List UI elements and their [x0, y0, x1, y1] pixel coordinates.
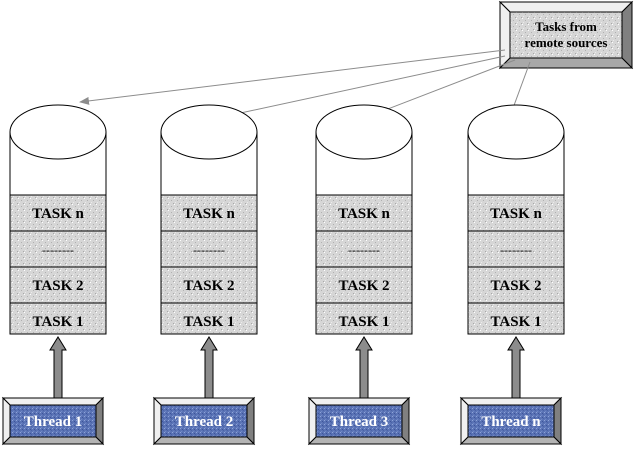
remote-sources-label-line2: remote sources	[525, 35, 608, 50]
queue-2: TASK n -------- TASK 2 TASK 1 Thread 2	[152, 104, 258, 446]
thread-to-queue-arrow	[200, 336, 218, 399]
cylinder-top	[9, 104, 107, 160]
queue-3: TASK n -------- TASK 2 TASK 1 Thread 3	[307, 104, 413, 446]
queue-1: TASK n -------- TASK 2 TASK 1 Thread 1	[1, 104, 107, 446]
queue-ellipsis-slot: --------	[315, 230, 413, 268]
thread-label: Thread 3	[330, 414, 388, 430]
remote-task-arrow	[79, 49, 506, 105]
ellipsis-label: --------	[193, 243, 225, 257]
cylinder-top	[467, 104, 565, 160]
ellipsis-label: --------	[42, 243, 74, 257]
task-label: TASK 2	[491, 278, 542, 294]
task-slot: TASK n	[315, 194, 413, 232]
thread-box-4: Thread n	[459, 396, 563, 446]
thread-box-3: Thread 3	[307, 396, 411, 446]
task-label: TASK 2	[184, 278, 235, 294]
task-label: TASK 1	[491, 314, 542, 330]
queue-ellipsis-slot: --------	[160, 230, 258, 268]
task-slot: TASK 2	[9, 266, 107, 304]
thread-to-queue-arrow	[49, 336, 67, 399]
task-label: TASK 1	[184, 314, 235, 330]
queue-4: TASK n -------- TASK 2 TASK 1 Thread n	[459, 104, 565, 446]
task-slot: TASK n	[160, 194, 258, 232]
task-slot: TASK 2	[467, 266, 565, 304]
remote-sources-label-line1: Tasks from	[535, 19, 597, 34]
task-label: TASK 1	[339, 314, 390, 330]
thread-label: Thread 1	[24, 414, 82, 430]
thread-box-1: Thread 1	[1, 396, 105, 446]
thread-label: Thread n	[481, 414, 541, 430]
cylinder-top	[315, 104, 413, 160]
queue-ellipsis-slot: --------	[9, 230, 107, 268]
task-label: TASK n	[490, 206, 542, 222]
thread-box-2: Thread 2	[152, 396, 256, 446]
cylinder-top	[160, 104, 258, 160]
queue-ellipsis-slot: --------	[467, 230, 565, 268]
task-slot: TASK 1	[160, 302, 258, 335]
task-label: TASK n	[32, 206, 84, 222]
remote-task-arrow	[207, 55, 506, 123]
task-slot: TASK n	[9, 194, 107, 232]
task-slot: TASK n	[467, 194, 565, 232]
task-label: TASK n	[338, 206, 390, 222]
remote-arrows	[79, 49, 531, 139]
thread-to-queue-arrow	[507, 336, 525, 399]
remote-sources-box: Tasks from remote sources	[498, 0, 634, 70]
task-slot: TASK 1	[315, 302, 413, 335]
ellipsis-label: --------	[500, 243, 532, 257]
task-label: TASK 1	[33, 314, 84, 330]
task-label: TASK 2	[33, 278, 84, 294]
task-slot: TASK 2	[315, 266, 413, 304]
ellipsis-label: --------	[348, 243, 380, 257]
task-slot: TASK 2	[160, 266, 258, 304]
thread-label: Thread 2	[175, 414, 233, 430]
task-label: TASK n	[183, 206, 235, 222]
task-slot: TASK 1	[467, 302, 565, 335]
task-label: TASK 2	[339, 278, 390, 294]
task-slot: TASK 1	[9, 302, 107, 335]
thread-to-queue-arrow	[355, 336, 373, 399]
